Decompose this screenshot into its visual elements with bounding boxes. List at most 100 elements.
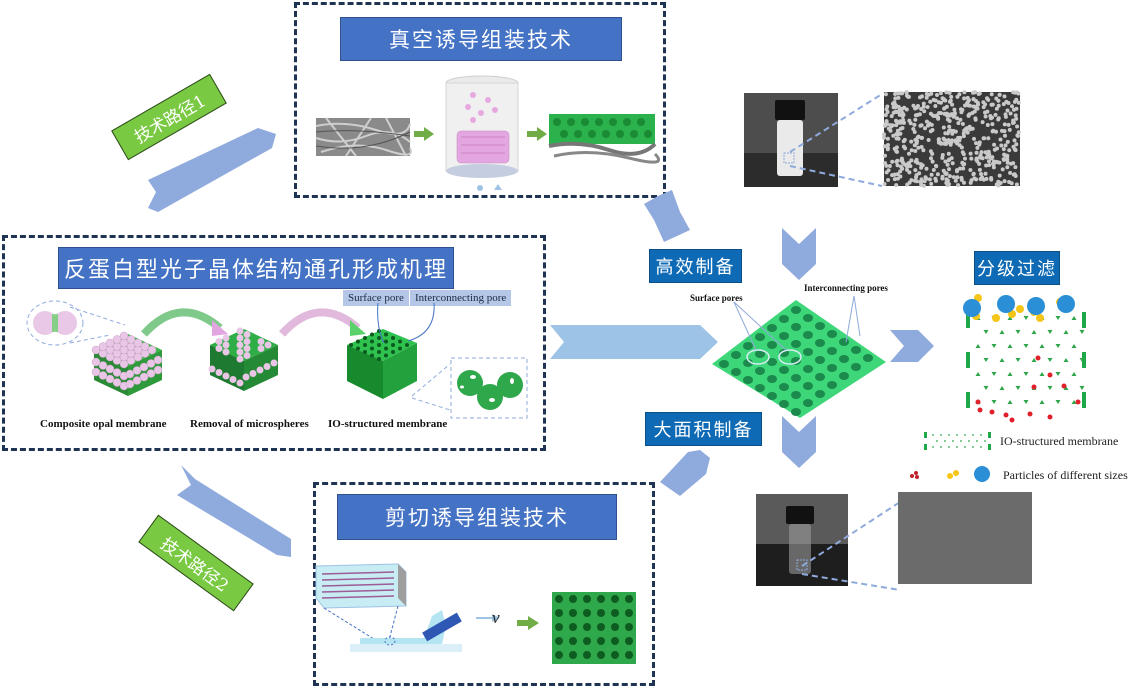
zoom-lines-top [789, 93, 883, 187]
sem-particle [935, 93, 939, 97]
microsphere [132, 376, 142, 385]
sem-particle [981, 100, 986, 105]
sem-particle [1016, 100, 1021, 105]
microsphere [146, 359, 156, 368]
sem-particle [1002, 122, 1007, 127]
sem-particle [1005, 154, 1010, 159]
sem-particle [911, 127, 916, 131]
sem-particle [980, 156, 985, 161]
large-particle [1057, 295, 1075, 313]
pore [611, 637, 619, 645]
sem-particle [950, 138, 954, 143]
pore [803, 314, 813, 322]
io-structured-block [552, 592, 636, 664]
microsphere [112, 335, 122, 344]
pore [791, 323, 801, 331]
sem-particle [978, 177, 983, 181]
sem-particle [975, 145, 980, 150]
sem-particle [924, 166, 929, 171]
sem-particle [905, 162, 910, 167]
membrane-node [980, 434, 982, 436]
velocity-arrow [476, 614, 500, 622]
pore [569, 637, 577, 645]
microsphere [139, 372, 149, 382]
membrane-node [952, 440, 954, 442]
sem-particle [974, 150, 979, 155]
removal-microspheres-cube [208, 327, 278, 391]
sem-particle [991, 165, 996, 170]
microsphere [263, 363, 271, 370]
pore [625, 637, 633, 645]
pore [377, 350, 381, 354]
sem-particle [912, 130, 917, 134]
pore [743, 359, 753, 367]
membrane-node [948, 446, 950, 448]
sem-particle [901, 117, 906, 122]
sem-particle [945, 162, 950, 167]
sem-particle [919, 182, 924, 187]
pore [755, 333, 765, 341]
sem-particle [894, 136, 899, 141]
sem-particle [940, 155, 945, 160]
sem-particle [990, 155, 995, 160]
membrane-node [1039, 400, 1045, 404]
sem-particle [892, 100, 897, 105]
sem-particle [889, 114, 894, 119]
sem-particle [916, 145, 921, 150]
membrane-node [972, 446, 974, 448]
small-particle [1075, 399, 1081, 405]
legend-label-membrane: IO-structured membrane [1000, 434, 1119, 448]
membrane-node [999, 358, 1005, 362]
sem-particle [955, 116, 959, 121]
sem-particle [976, 92, 981, 96]
sem-smooth-membrane-image [898, 492, 1032, 584]
sem-particle [994, 106, 999, 111]
sem-particle [1013, 113, 1018, 118]
microsphere [215, 369, 223, 376]
pore [555, 623, 563, 631]
microsphere [222, 341, 230, 349]
sem-particle [952, 107, 957, 112]
sem-particle [919, 165, 924, 170]
arrow-right-icon [527, 127, 547, 141]
sem-particle [917, 171, 922, 176]
route-2-arrow [177, 465, 291, 557]
large-area-preparation-label: 大面积制备 [645, 412, 762, 446]
sem-particle [934, 163, 938, 168]
membrane-node [1063, 386, 1069, 390]
microsphere [91, 357, 101, 367]
pore [827, 381, 837, 389]
sem-particle [900, 166, 905, 171]
sem-particle [989, 177, 994, 182]
microsphere [105, 364, 115, 374]
pore [555, 637, 563, 645]
pore [779, 400, 789, 408]
sem-particle [996, 116, 1001, 121]
sem-particle [933, 176, 938, 181]
sem-particle [968, 168, 973, 172]
interconnecting-pores-label: Interconnecting pores [804, 283, 888, 293]
sem-particle [953, 178, 958, 183]
pore [597, 651, 605, 659]
membrane-node [1039, 372, 1045, 376]
mechanism-title: 反蛋白型光子晶体结构通孔形成机理 [58, 247, 454, 289]
pore [363, 350, 367, 354]
sem-particle [891, 133, 896, 138]
sem-particle [1014, 142, 1019, 147]
pore [384, 339, 388, 344]
sem-particle [946, 151, 951, 156]
sem-particle [921, 104, 926, 109]
membrane-wall [1082, 352, 1086, 368]
sem-particle [1005, 139, 1010, 144]
microsphere [242, 373, 250, 381]
sem-particle [900, 126, 905, 130]
sem-particle [894, 183, 899, 188]
sem-particle [950, 102, 955, 107]
sem-particle [896, 95, 901, 100]
pore [370, 339, 374, 344]
sem-particle [908, 164, 913, 169]
sem-particle [1005, 165, 1010, 170]
sem-particle [977, 167, 982, 172]
sem-particle [883, 113, 888, 118]
sem-particle [962, 90, 967, 95]
